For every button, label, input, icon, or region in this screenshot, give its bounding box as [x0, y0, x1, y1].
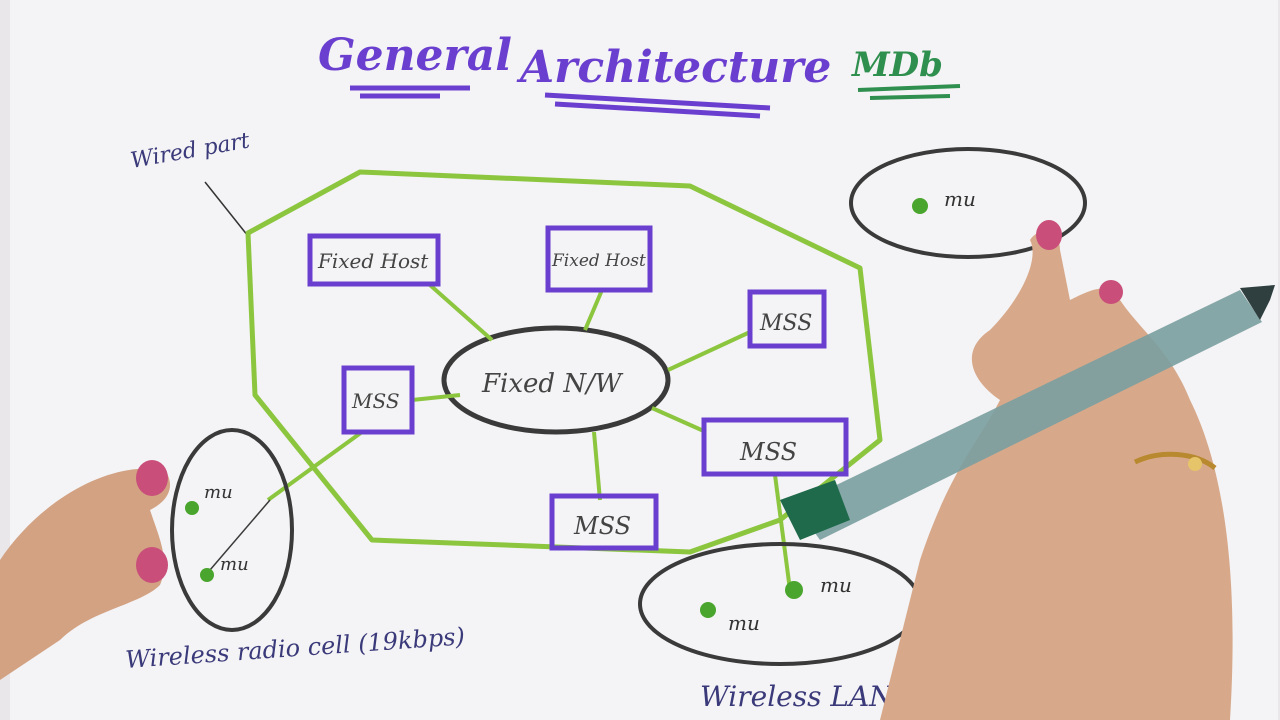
mss-box-left [341, 365, 415, 435]
mu-dot-top-right [912, 198, 928, 214]
link-host2 [583, 289, 604, 331]
link-mss-top-right [667, 330, 751, 372]
fingernail-3 [1036, 220, 1062, 250]
title-architecture: Architecture [516, 42, 831, 93]
title-general: General [318, 30, 512, 81]
fixed-host-label-1: Fixed Host [317, 249, 429, 273]
fixed-host-label-2: Fixed Host [551, 251, 646, 271]
mu-label-left-bottom: mu [220, 554, 249, 575]
link-host1 [428, 283, 494, 342]
mu-dot-wlan-right [785, 581, 803, 599]
wired-part-pointer [204, 181, 249, 237]
mu-label-top-right: mu [944, 187, 976, 211]
mu-dot-left-top [185, 501, 199, 515]
radio-link [209, 499, 271, 571]
link-mss-bottom [592, 431, 602, 501]
left-hand-graphic [0, 460, 170, 680]
marker-pen [780, 285, 1275, 540]
link-mss-wlan [773, 474, 792, 591]
fingernail-4 [1099, 280, 1123, 304]
network-links [266, 283, 792, 591]
mu-label-wlan-right: mu [820, 573, 852, 597]
title-underline-2 [544, 92, 771, 119]
mobile-unit-cell [849, 147, 1087, 259]
fixed-host-box-2 [545, 225, 653, 293]
mss-box-top-right [747, 289, 827, 349]
mu-dot-wlan-left [700, 602, 716, 618]
fixed-host-box-1 [307, 233, 441, 287]
mu-dot-left-bottom [200, 568, 214, 582]
mss-label-right: MSS [739, 438, 797, 466]
mss-label-bottom: MSS [573, 512, 631, 540]
wireless-radio-cell [170, 428, 294, 632]
fingernail-1 [136, 460, 168, 496]
ring [1133, 451, 1217, 471]
mu-label-wlan-left: mu [728, 611, 760, 635]
mss-box-bottom [549, 493, 659, 551]
mss-box-right [701, 417, 849, 477]
fingernail-2 [136, 547, 168, 583]
fixed-network-label: Fixed N/W [481, 369, 624, 399]
wireless-lan-label: Wireless LAN [700, 680, 895, 713]
ring-stone [1188, 457, 1202, 471]
link-mss-left [411, 393, 461, 402]
fixed-network-node [441, 325, 671, 435]
title-tag: MDb [851, 45, 943, 85]
mu-label-left-top: mu [204, 482, 233, 503]
tag-underline [857, 84, 961, 100]
link-mss-right [651, 406, 707, 434]
link-mss-left-cell [266, 430, 364, 502]
mss-label-left: MSS [351, 389, 400, 413]
mss-label-top-right: MSS [759, 311, 812, 336]
title-underline-1 [350, 85, 470, 99]
